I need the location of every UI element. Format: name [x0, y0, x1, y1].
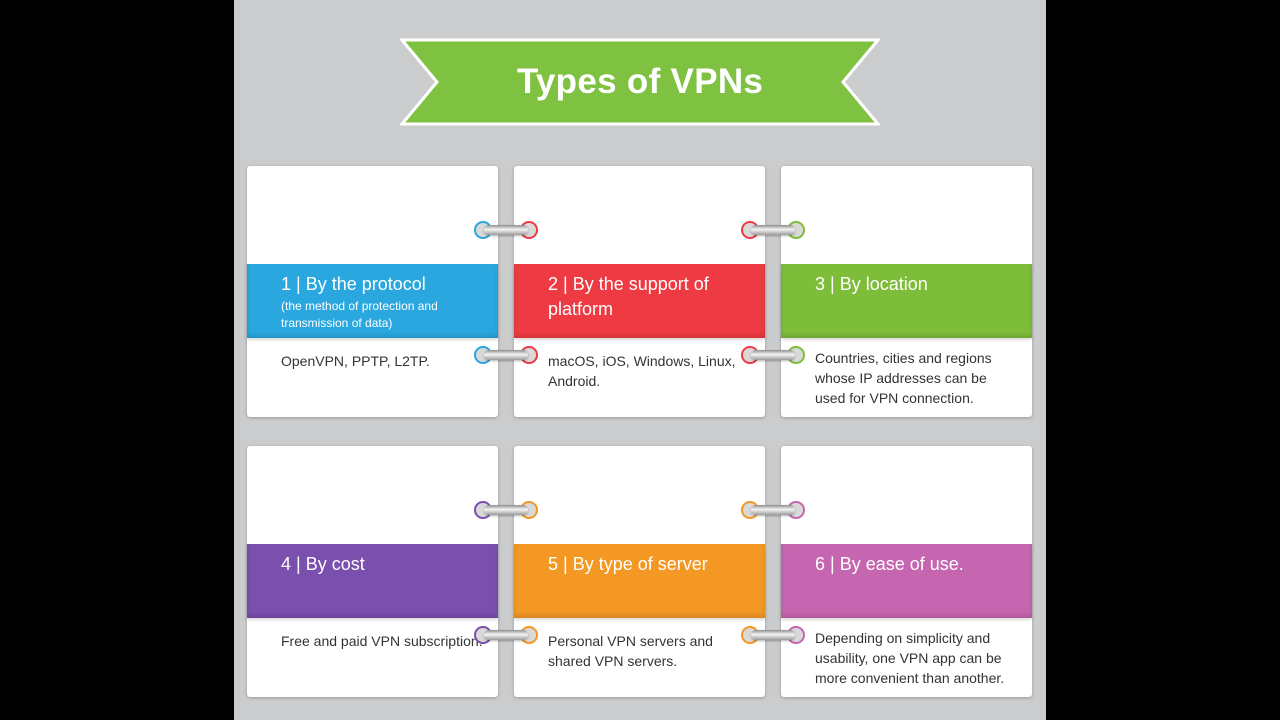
binder-ring-icon	[474, 500, 538, 520]
card-header-strip: 5 | By type of server	[514, 544, 765, 618]
page-title: Types of VPNs	[516, 62, 764, 101]
card-title: 3 | By location	[815, 274, 928, 294]
card-description: Depending on simplicity and usability, o…	[815, 630, 1005, 686]
binder-ring-icon	[741, 500, 805, 520]
binder-ring-icon	[474, 220, 538, 240]
binder-ring-icon	[741, 625, 805, 645]
card-header-strip: 4 | By cost	[247, 544, 498, 618]
card-description: Countries, cities and regions whose IP a…	[815, 350, 992, 406]
vpn-type-card-platform: 2 | By the support of platform macOS, iO…	[514, 166, 765, 417]
card-header-strip: 2 | By the support of platform	[514, 264, 765, 338]
card-title: 4 | By cost	[281, 554, 365, 574]
card-header-strip: 1 | By the protocol (the method of prote…	[247, 264, 498, 338]
vpn-type-card-server: 5 | By type of server Personal VPN serve…	[514, 446, 765, 697]
vpn-type-card-protocol: 1 | By the protocol (the method of prote…	[247, 166, 498, 417]
card-title: 6 | By ease of use.	[815, 554, 964, 574]
binder-ring-icon	[741, 345, 805, 365]
card-subtitle: (the method of protection and transmissi…	[281, 299, 438, 330]
card-title: 5 | By type of server	[548, 554, 708, 574]
binder-ring-icon	[741, 220, 805, 240]
vpn-type-card-location: 3 | By location Countries, cities and re…	[781, 166, 1032, 417]
card-description: Personal VPN servers and shared VPN serv…	[548, 633, 713, 669]
vpn-type-card-cost: 4 | By cost Free and paid VPN subscripti…	[247, 446, 498, 697]
binder-ring-icon	[474, 345, 538, 365]
card-description: Free and paid VPN subscription.	[281, 633, 483, 649]
vpn-type-card-ease-of-use: 6 | By ease of use. Depending on simplic…	[781, 446, 1032, 697]
ribbon-shape	[400, 38, 880, 126]
card-header-strip: 3 | By location	[781, 264, 1032, 338]
card-description: macOS, iOS, Windows, Linux, Android.	[548, 353, 736, 389]
binder-ring-icon	[474, 625, 538, 645]
card-title: 2 | By the support of platform	[548, 274, 709, 319]
card-description: OpenVPN, PPTP, L2TP.	[281, 353, 430, 369]
card-header-strip: 6 | By ease of use.	[781, 544, 1032, 618]
card-title: 1 | By the protocol	[281, 274, 426, 294]
title-banner: Types of VPNs	[400, 38, 880, 126]
